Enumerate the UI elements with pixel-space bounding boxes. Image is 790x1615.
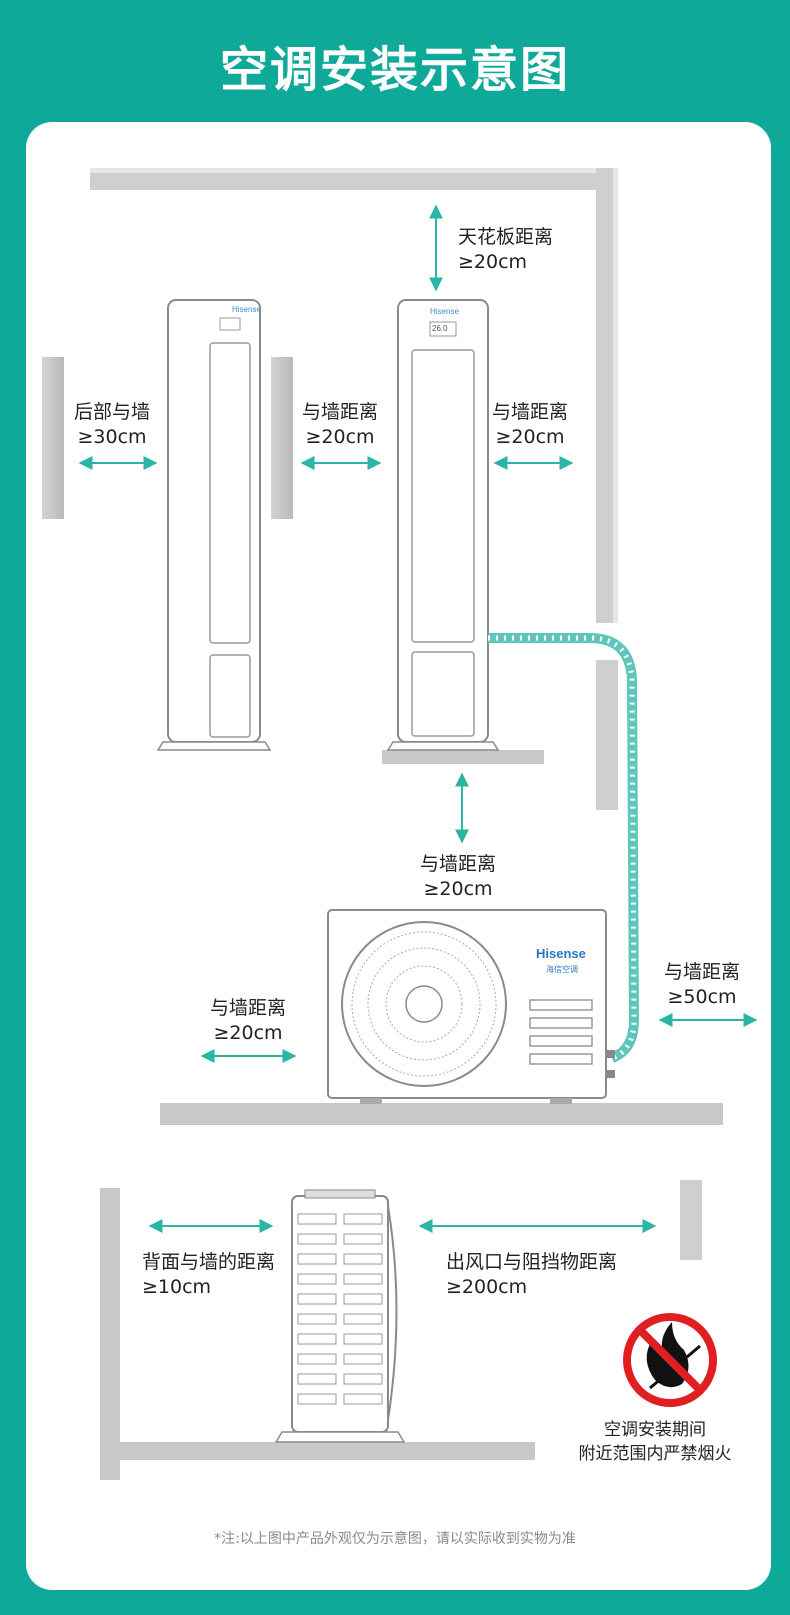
indoor-unit-right: 26.0 Hisense bbox=[386, 299, 500, 751]
label-outlet: 出风口与阻挡物距离≥200cm bbox=[446, 1251, 618, 1298]
label-back-wall: 背面与墙的距离≥10cm bbox=[142, 1251, 276, 1298]
outdoor-unit: Hisense 海信空调 bbox=[327, 909, 607, 1104]
svg-text:Hisense: Hisense bbox=[430, 307, 459, 316]
page-title: 空调安装示意图 bbox=[219, 42, 570, 98]
indoor-unit-left: Hisense bbox=[156, 299, 272, 751]
label-rear-wall: 后部与墙≥30cm bbox=[74, 401, 151, 448]
label-outdoor-left: 与墙距离≥20cm bbox=[210, 997, 287, 1044]
refrigerant-pipe bbox=[488, 633, 640, 1078]
outdoor-brand-logo: Hisense bbox=[536, 946, 586, 961]
warning-text: 空调安装期间附近范围内严禁烟火 bbox=[578, 1420, 732, 1464]
label-outdoor-right: 与墙距离≥50cm bbox=[664, 961, 741, 1008]
label-ceiling: 天花板距离≥20cm bbox=[458, 226, 554, 273]
no-fire-icon bbox=[623, 1313, 717, 1407]
room-walls bbox=[42, 168, 723, 1480]
label-side-wall: 与墙距离≥20cm bbox=[492, 401, 569, 448]
distance-arrows bbox=[78, 204, 758, 1233]
svg-text:Hisense: Hisense bbox=[232, 305, 261, 314]
disclaimer-note: *注:以上图中产品外观仅为示意图，请以实际收到实物为准 bbox=[214, 1531, 576, 1547]
display-readout: 26.0 bbox=[432, 324, 448, 333]
outdoor-unit-side-view bbox=[274, 1189, 406, 1443]
label-outdoor-top: 与墙距离≥20cm bbox=[420, 853, 497, 900]
svg-text:海信空调: 海信空调 bbox=[546, 964, 578, 974]
label-between-wall: 与墙距离≥20cm bbox=[302, 401, 379, 448]
